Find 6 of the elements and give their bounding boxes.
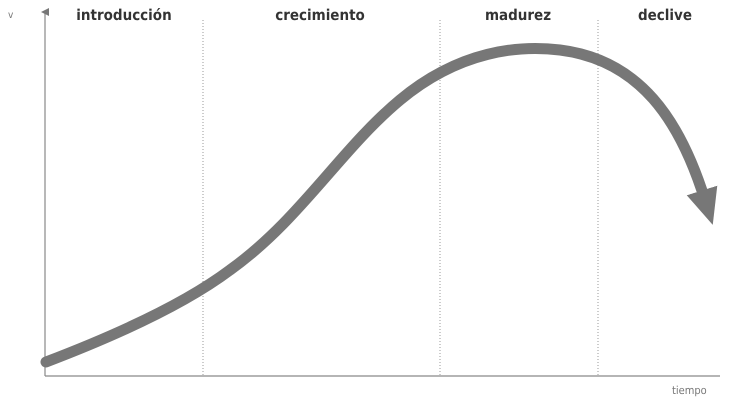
axis-label: tiempo (672, 384, 707, 397)
stage-heading: crecimiento (275, 6, 365, 24)
stage-heading: introducción (76, 6, 172, 24)
stage-heading: declive (638, 6, 692, 24)
stage-heading: madurez (484, 6, 552, 24)
axis-label: v (8, 10, 14, 21)
